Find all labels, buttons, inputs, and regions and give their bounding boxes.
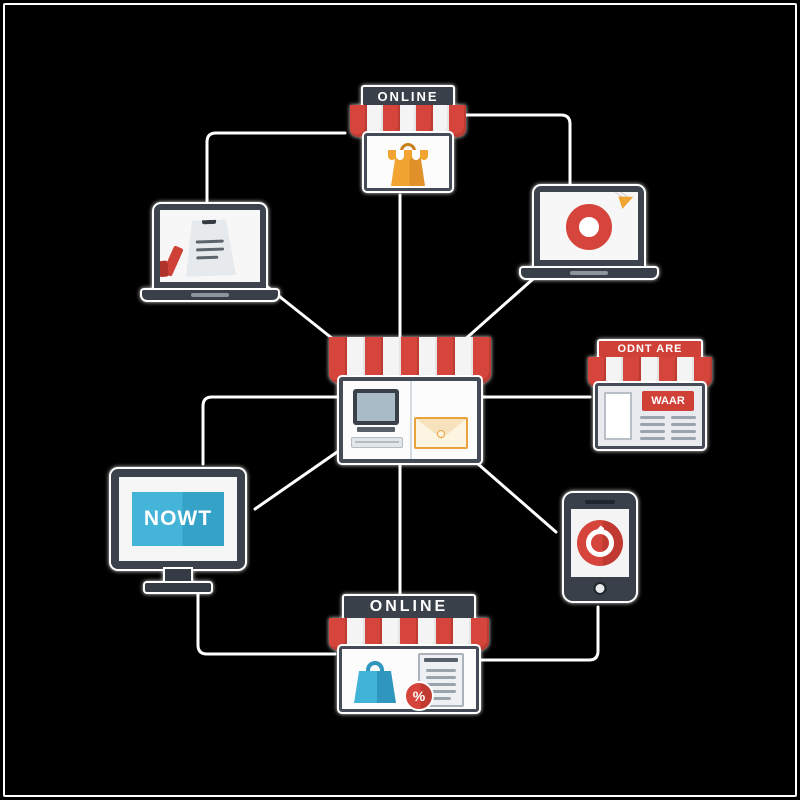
pos-monitor-icon — [353, 389, 399, 425]
shopping-bag-teal-icon — [354, 661, 396, 703]
keyboard-icon — [351, 437, 403, 448]
node-retail-store-right: ODNT ARE WAAR — [588, 339, 713, 449]
connector-topstore-trlaptop — [453, 113, 572, 186]
target-donut-icon — [566, 204, 612, 251]
phone-home-button — [593, 582, 607, 595]
store-body — [339, 377, 481, 463]
percent-badge-icon: % — [404, 681, 434, 711]
bag-body — [354, 671, 396, 703]
laptop-base — [142, 290, 278, 300]
node-online-store-bottom: ONLINE % — [329, 594, 490, 712]
store-sign: ONLINE — [342, 594, 476, 620]
awning-icon — [350, 105, 467, 137]
receipt-header — [424, 658, 458, 662]
monitor-stand-base — [145, 583, 211, 592]
envelope-icon — [414, 417, 468, 449]
awning-icon — [329, 337, 491, 383]
store-body: % — [339, 646, 479, 712]
store-door-icon — [604, 392, 632, 440]
phone-speaker-icon — [585, 500, 615, 504]
connector-monitor-hub — [253, 448, 342, 511]
store-divider — [410, 381, 412, 459]
connector-trlaptop-hub — [460, 277, 535, 344]
connector-monitor-bottomstore — [196, 587, 337, 656]
clipboard-clip-icon — [202, 218, 216, 224]
node-desktop-monitor: NOWT — [111, 469, 245, 592]
dart-flag-icon — [618, 192, 636, 209]
monitor-frame: NOWT — [111, 469, 245, 569]
bag-awning-band — [388, 150, 428, 160]
monitor-screen-text: NOWT — [132, 492, 224, 546]
monitor-stand-neck — [165, 569, 191, 583]
awning-icon — [329, 618, 490, 650]
store-sign: ODNT ARE — [597, 339, 703, 359]
awning-icon — [588, 357, 713, 387]
node-hub-store — [329, 337, 491, 463]
receipt-icon: % — [404, 653, 464, 711]
store-banner: WAAR — [642, 391, 694, 411]
store-sign: ONLINE — [361, 85, 455, 107]
pos-monitor-base — [357, 427, 395, 432]
connector-topstore-leftlaptop — [205, 131, 347, 203]
ribbon-seal-icon — [162, 245, 184, 277]
laptop-notch — [191, 293, 229, 297]
node-laptop-document — [142, 204, 278, 300]
node-smartphone — [564, 493, 636, 601]
bag-handle — [400, 143, 416, 153]
document-icon — [184, 219, 236, 277]
phone-screen — [571, 509, 629, 577]
bag-handle — [366, 661, 384, 673]
laptop-display — [160, 210, 260, 282]
connector-hub-phone — [460, 448, 558, 534]
pos-monitor-screen — [357, 393, 395, 421]
laptop-screen — [154, 204, 266, 288]
connector-hub-monitor-elbow — [201, 395, 342, 466]
laptop-display — [540, 192, 638, 260]
text-lines-icon — [640, 416, 696, 440]
target-circle-icon — [577, 520, 623, 566]
monitor-screen: NOWT — [119, 477, 237, 561]
store-body: WAAR — [595, 383, 705, 449]
connector-phone-bottomstore — [466, 605, 600, 662]
laptop-screen — [534, 186, 644, 266]
laptop-base — [521, 268, 657, 278]
store-body — [364, 133, 452, 191]
laptop-notch — [570, 271, 608, 275]
shopping-bag-icon — [388, 143, 428, 186]
node-online-store-top: ONLINE — [350, 85, 467, 191]
node-laptop-target — [521, 186, 657, 278]
